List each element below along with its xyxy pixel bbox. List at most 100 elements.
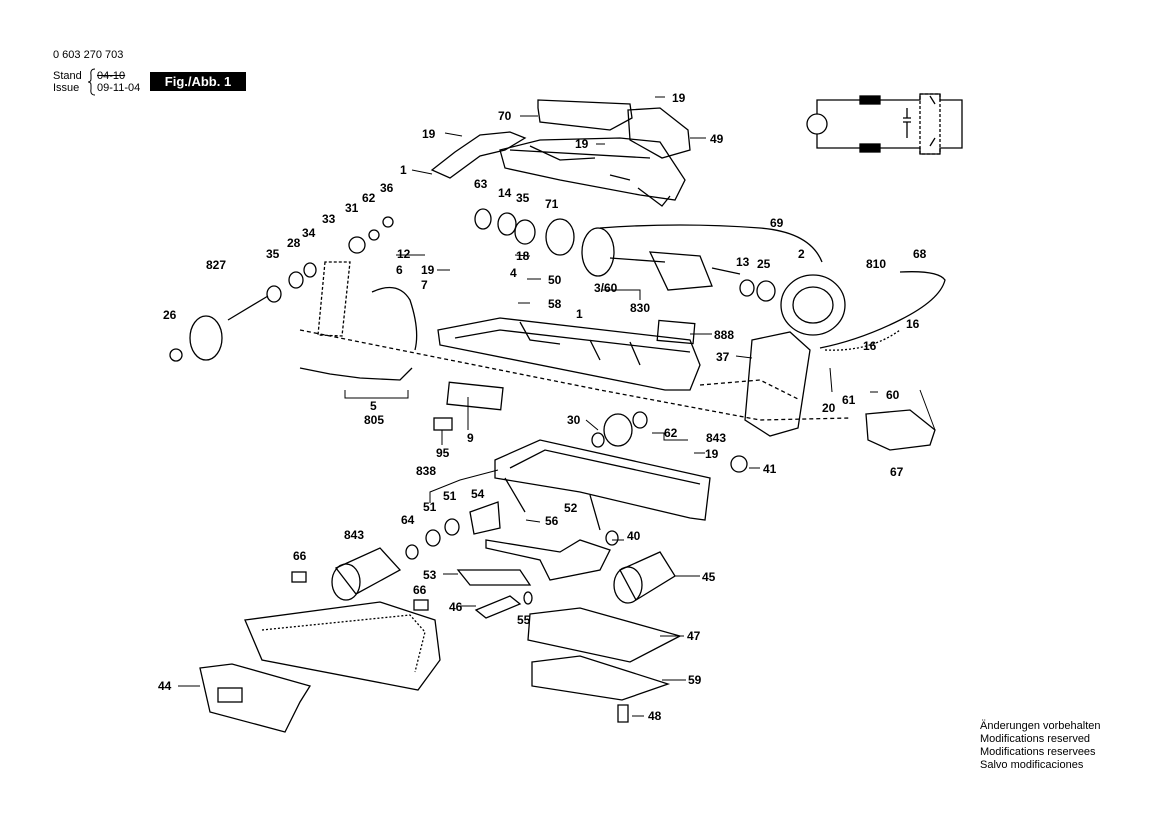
leader-lines (178, 96, 936, 717)
callout-805: 805 (364, 413, 384, 427)
callout-45: 45 (702, 570, 716, 584)
sanding-belt (244, 601, 441, 691)
pad-66b (413, 599, 429, 611)
stand-label: Stand (53, 70, 82, 82)
knob-41 (730, 455, 748, 473)
callout-31: 31 (345, 201, 359, 215)
issue-value: 09-11-04 (97, 82, 141, 94)
stand-value: 04-10 (97, 70, 126, 82)
callout-28: 28 (287, 236, 301, 250)
callout-26: 26 (163, 308, 177, 322)
callout-25: 25 (757, 257, 771, 271)
notice-line: Modifications reserved (980, 733, 1091, 745)
callout-51: 51 (423, 500, 437, 514)
callout-830: 830 (630, 301, 650, 315)
cable-69 (599, 224, 823, 263)
callout-55: 55 (517, 613, 531, 627)
knob-67 (865, 409, 936, 451)
armature (609, 251, 776, 302)
callout-20: 20 (822, 401, 836, 415)
notice-line: Änderungen vorbehalten (980, 720, 1101, 732)
callout-71: 71 (545, 197, 559, 211)
callout-51: 51 (443, 489, 457, 503)
drive-roller (331, 501, 501, 601)
field-coil (780, 274, 846, 336)
cover-part-49 (627, 107, 691, 159)
callout-2: 2 (798, 247, 805, 261)
cable-805 (299, 367, 413, 381)
callout-41: 41 (763, 462, 777, 476)
callout-69: 69 (770, 216, 784, 230)
lever-53 (456, 569, 532, 586)
callout-843: 843 (344, 528, 364, 542)
issue-label: Issue (53, 82, 80, 94)
callout-1: 1 (576, 307, 583, 321)
callout-19: 19 (421, 263, 435, 277)
dust-box-window (217, 687, 243, 703)
callout-810: 810 (866, 257, 886, 271)
callout-34: 34 (302, 226, 316, 240)
belt-drive (169, 216, 394, 362)
callout-30: 30 (567, 413, 581, 427)
callout-60: 60 (886, 388, 900, 402)
document-header: 0 603 270 703 Stand 04-10 Issue 09-11-04… (0, 0, 300, 110)
callout-49: 49 (710, 132, 724, 146)
callout-54: 54 (471, 487, 485, 501)
callout-66: 66 (413, 583, 427, 597)
callout-59: 59 (688, 673, 702, 687)
cable-6 (371, 286, 418, 351)
callout-37: 37 (716, 350, 730, 364)
callout-3-60: 3/60 (594, 281, 618, 295)
notice-line: Salvo modificaciones (980, 759, 1084, 771)
callout-843: 843 (706, 431, 726, 445)
callout-36: 36 (380, 181, 394, 195)
handle-housing (430, 131, 686, 207)
callout-47: 47 (687, 629, 701, 643)
callout-58: 58 (548, 297, 562, 311)
callout-64: 64 (401, 513, 415, 527)
end-cap-37 (744, 331, 811, 437)
callout-16: 16 (906, 317, 920, 331)
callout-35: 35 (516, 191, 530, 205)
label-plate-9 (446, 381, 504, 411)
dust-box (199, 663, 312, 733)
callout-70: 70 (498, 109, 512, 123)
pin-46 (474, 595, 522, 619)
callout-66: 66 (293, 549, 307, 563)
callout-33: 33 (322, 212, 336, 226)
callout-52: 52 (564, 501, 578, 515)
callout-838: 838 (416, 464, 436, 478)
callout-14: 14 (498, 186, 512, 200)
callout-48: 48 (648, 709, 662, 723)
callout-9: 9 (467, 431, 474, 445)
callout-19: 19 (422, 127, 436, 141)
callout-40: 40 (627, 529, 641, 543)
callout-19: 19 (705, 447, 719, 461)
callout-53: 53 (423, 568, 437, 582)
callout-18: 18 (516, 249, 530, 263)
callout-13: 13 (736, 255, 750, 269)
callout-19: 19 (672, 91, 686, 105)
screw-48 (617, 704, 629, 723)
modifications-notice: Änderungen vorbehalten Modifications res… (980, 720, 1100, 772)
pad-66a (291, 571, 307, 583)
figure-badge: Fig./Abb. 1 (150, 72, 246, 91)
callout-44: 44 (158, 679, 172, 693)
callout-50: 50 (548, 273, 562, 287)
callout-56: 56 (545, 514, 559, 528)
callout-4: 4 (510, 266, 517, 280)
bearing-row (474, 208, 615, 277)
callout-7: 7 (421, 278, 428, 292)
callout-62: 62 (362, 191, 376, 205)
plate-47 (527, 607, 682, 663)
base-frame (494, 439, 711, 531)
idler-roller (605, 530, 676, 604)
callout-35: 35 (266, 247, 280, 261)
callout-19: 19 (575, 137, 589, 151)
callout-6: 6 (396, 263, 403, 277)
callout-61: 61 (842, 393, 856, 407)
callout-68: 68 (913, 247, 927, 261)
callout-5: 5 (370, 399, 377, 413)
tension-lever (485, 539, 611, 581)
